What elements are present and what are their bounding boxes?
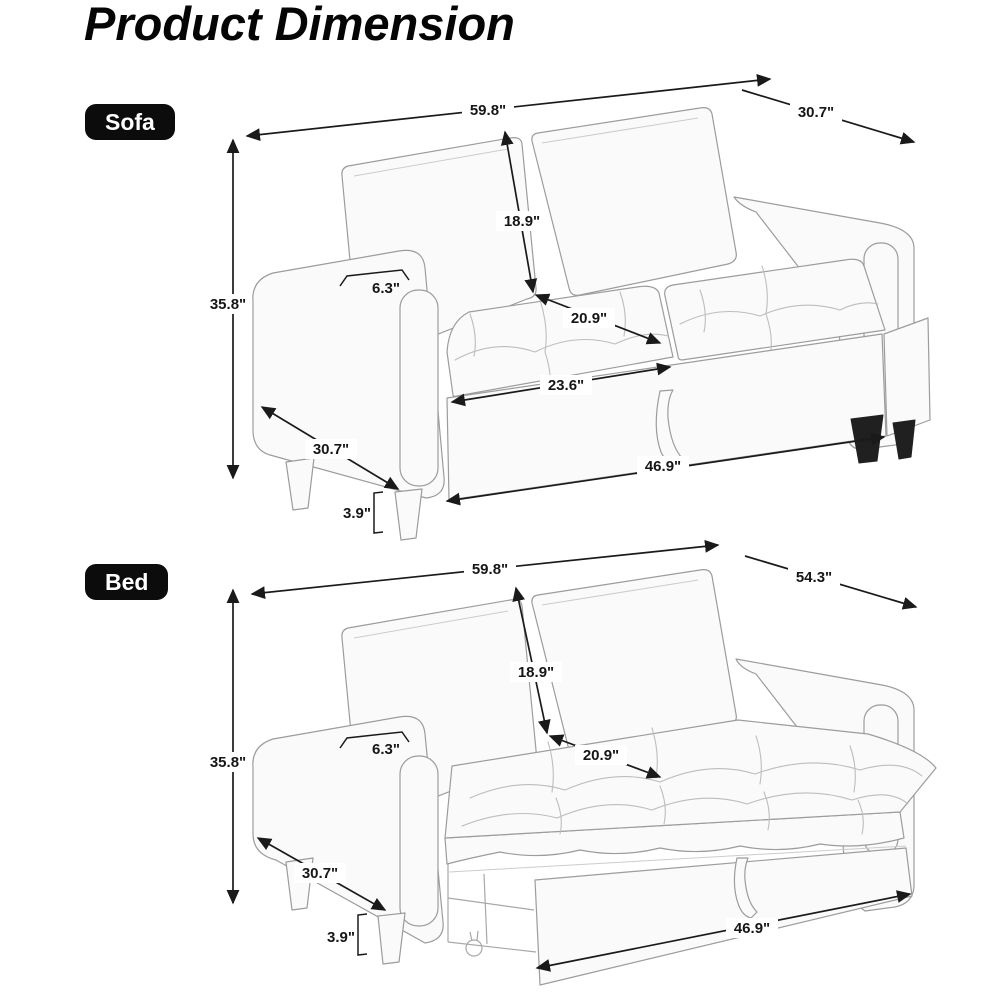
sofa-badge: Sofa: [85, 104, 175, 140]
left-armrest-slot: [399, 289, 439, 487]
bed-base-depth-label: 30.7": [302, 865, 338, 882]
sofa-seat-width-dimension: 23.6": [450, 362, 672, 407]
sofa-depth-label: 30.7": [798, 104, 834, 121]
sofa-width-dimension: 59.8": [245, 74, 772, 141]
sofa-height-label: 35.8": [210, 296, 246, 313]
bed-depth-dimension: 54.3": [744, 555, 918, 610]
bed-width-label: 59.8": [472, 561, 508, 578]
page-title: Product Dimension: [84, 0, 515, 50]
sofa-backrest-right: [531, 107, 737, 296]
sofa-base-depth-dimension: 30.7": [260, 406, 400, 490]
bed-height-label: 35.8": [210, 754, 246, 771]
sofa-height-dimension: 35.8": [205, 138, 252, 480]
sofa-seat-width-label: 23.6": [548, 377, 584, 394]
sofa-seat-depth-dimension: 20.9": [534, 293, 662, 345]
bed-front-width-label: 46.9": [734, 920, 770, 937]
sofa-width-label: 59.8": [470, 102, 506, 119]
sofa-leg-dimension: 3.9": [343, 491, 384, 534]
bed-illustration: [252, 569, 937, 986]
bed-armrest-dimension: 6.3": [339, 731, 410, 758]
sofa-depth-dimension: 30.7": [741, 89, 916, 145]
bed-seat-depth-label: 20.9": [583, 747, 619, 764]
bed-base-depth-dimension: 30.7": [256, 837, 387, 911]
sofa-backrest-dimension: 18.9": [496, 130, 548, 294]
caster-wheel: [465, 939, 483, 957]
bed-width-dimension: 59.8": [250, 539, 720, 600]
bed-depth-label: 54.3": [796, 569, 832, 586]
sofa-seat-depth-label: 20.9": [571, 310, 607, 327]
bed-leg-dimension: 3.9": [327, 913, 368, 956]
bed-backrest-dimension: 18.9": [510, 586, 562, 735]
sofa-dimensions: 59.8" 30.7" 35.8" 18.9" 20.9": [205, 74, 916, 534]
sofa-backrest-label: 18.9": [504, 213, 540, 230]
sofa-armrest-dimension: 6.3": [339, 269, 410, 297]
sofa-front-width-dimension: 46.9": [445, 432, 886, 506]
sofa-leg-label: 3.9": [343, 505, 371, 522]
sofa-base-depth-label: 30.7": [313, 441, 349, 458]
bed-pullout-panel: [534, 847, 913, 986]
sofa-armrest-label: 6.3": [372, 280, 400, 297]
bed-backrest-label: 18.9": [518, 664, 554, 681]
bed-height-dimension: 35.8": [205, 588, 252, 905]
bed-seat-depth-dimension: 20.9": [548, 734, 662, 779]
bed-leg-label: 3.9": [327, 929, 355, 946]
bed-dimensions: 59.8" 54.3" 35.8" 18.9" 20.9": [205, 539, 918, 972]
bed-badge: Bed: [85, 564, 169, 600]
bed-armrest-label: 6.3": [372, 741, 400, 758]
sofa-front-width-label: 46.9": [645, 458, 681, 475]
sofa-illustration: [252, 107, 931, 541]
bed-front-width-dimension: 46.9": [535, 890, 912, 972]
